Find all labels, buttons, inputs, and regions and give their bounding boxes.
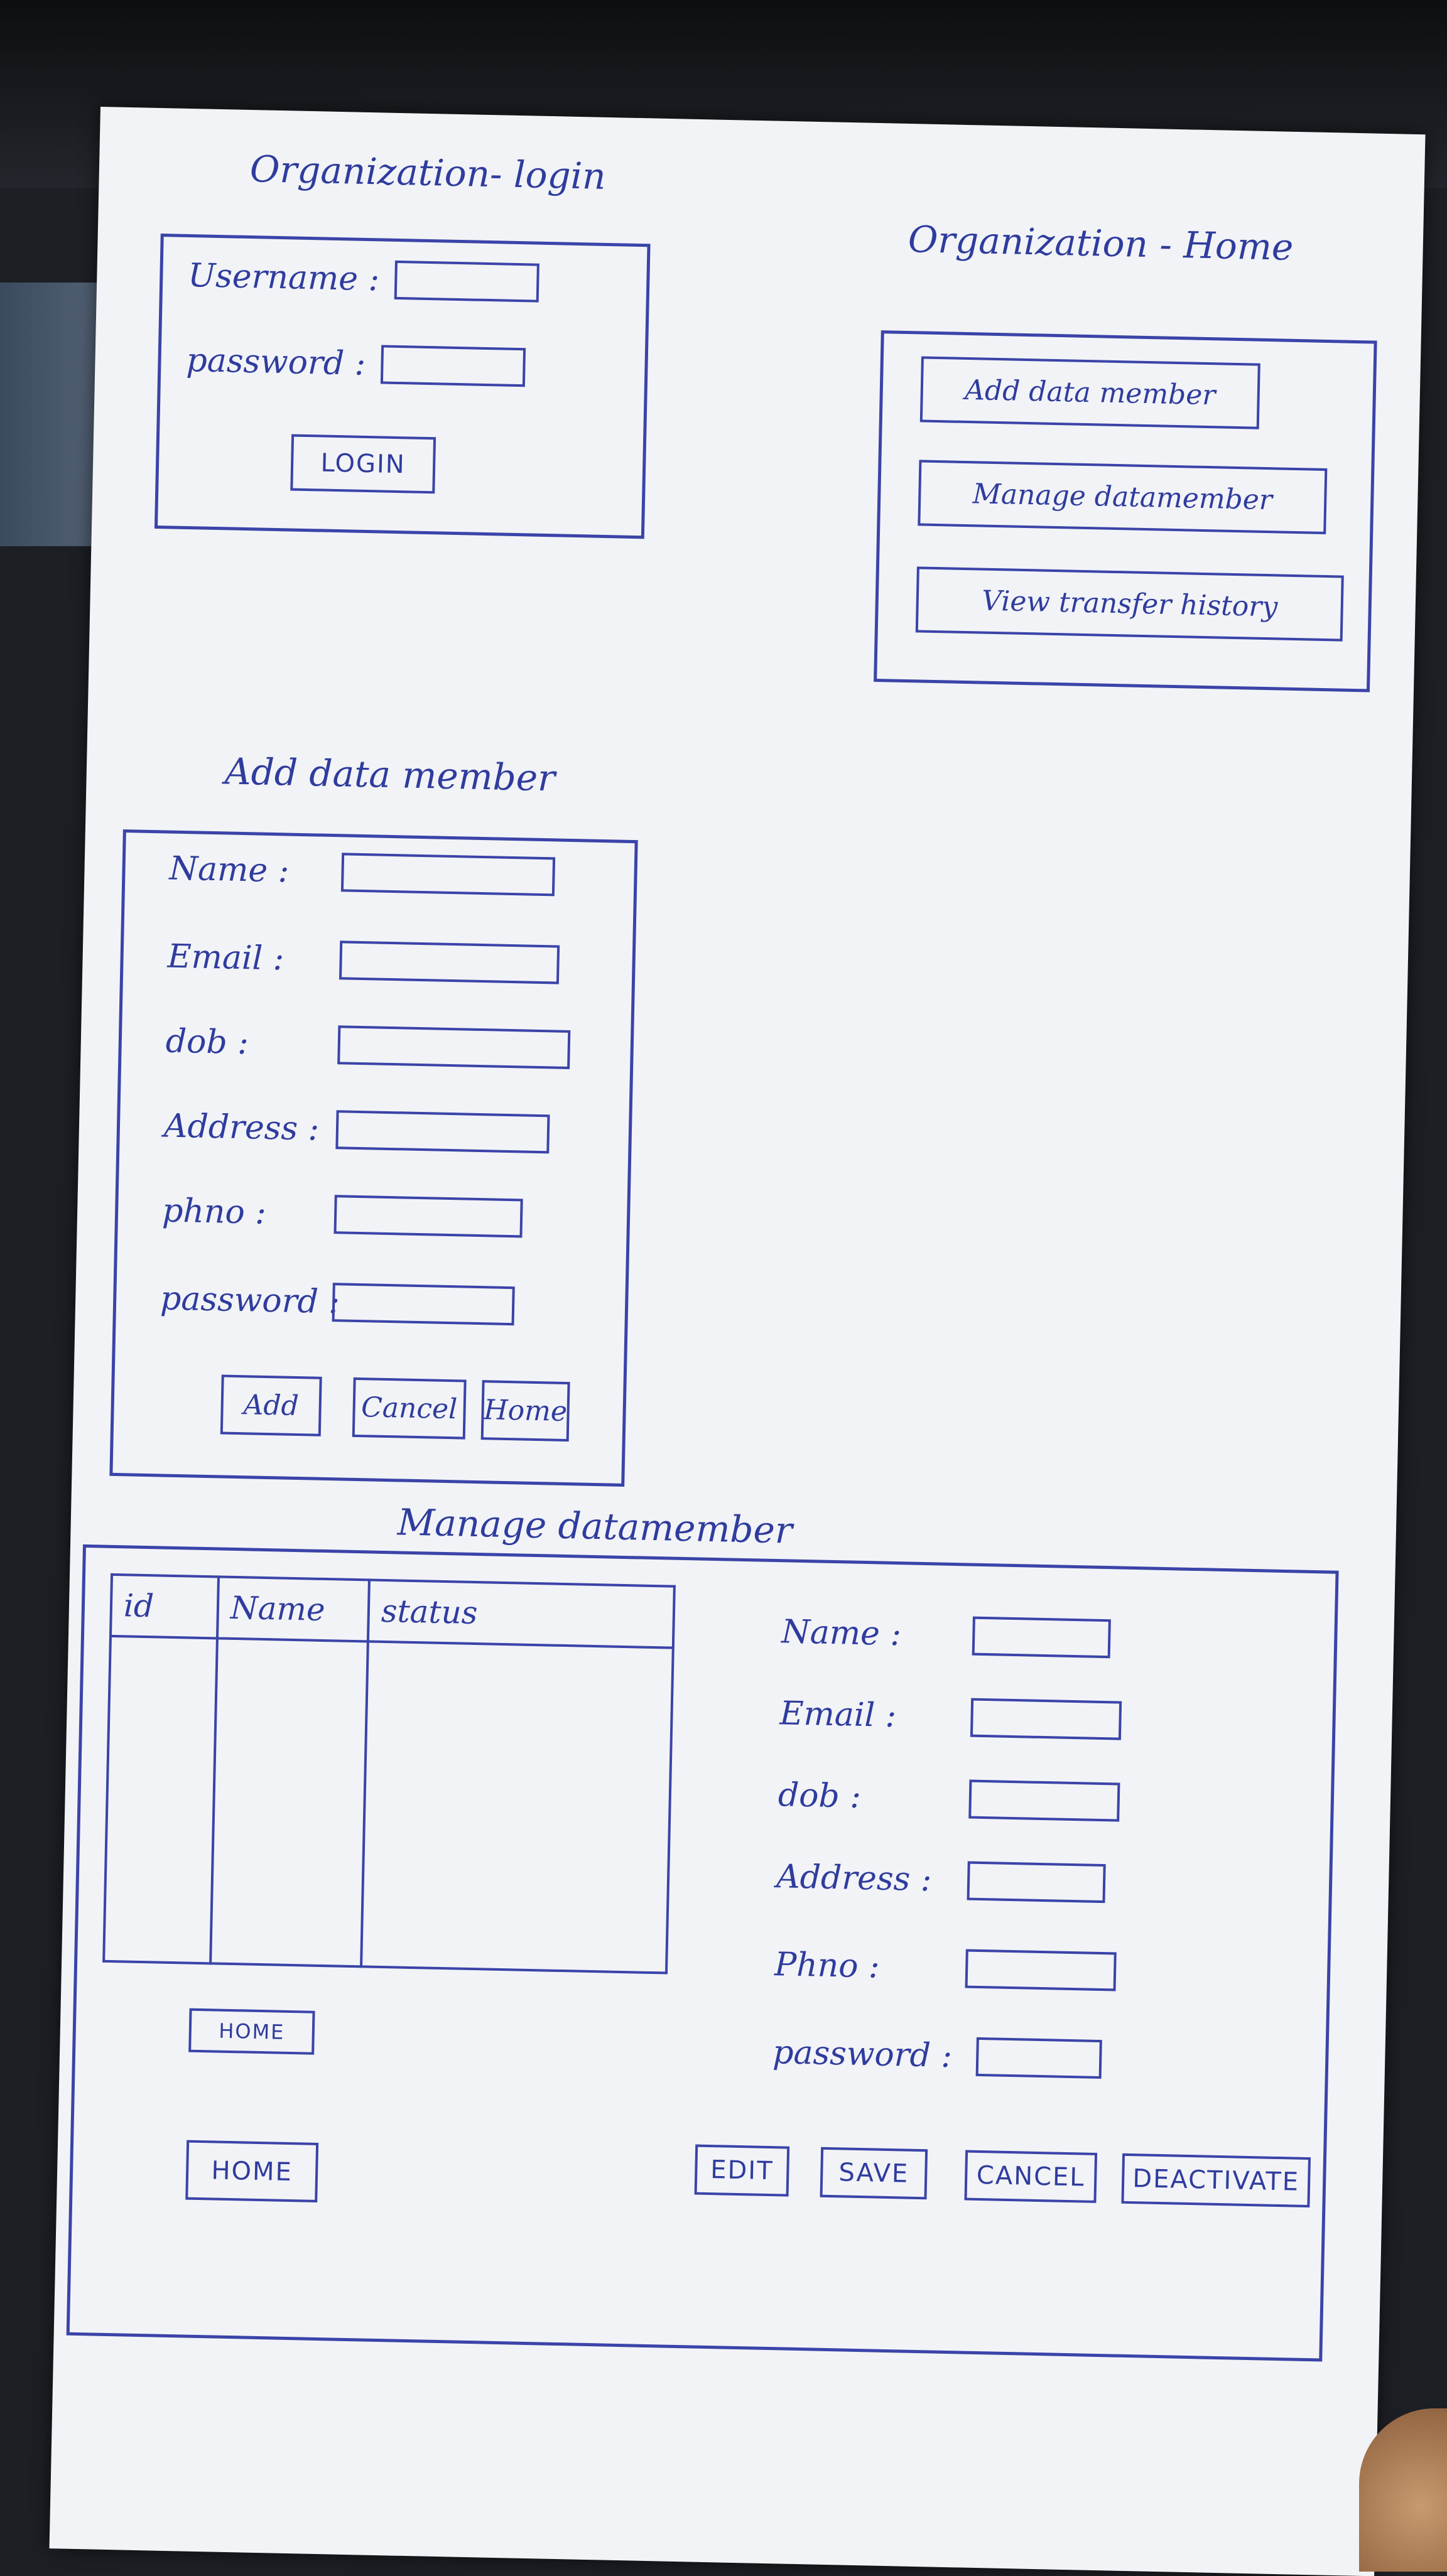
- password-input[interactable]: [380, 345, 526, 387]
- manage-phno-input[interactable]: [965, 1949, 1117, 1991]
- add-frame: Name : Email : dob : Address : phno : pa…: [109, 829, 638, 1487]
- add-phno-input[interactable]: [333, 1195, 523, 1238]
- manage-dob-label: dob :: [778, 1776, 862, 1816]
- add-dob-input[interactable]: [337, 1025, 571, 1069]
- add-name-row: Name :: [168, 849, 556, 897]
- table-cell: [361, 1641, 673, 1973]
- manage-address-row: Address :: [776, 1857, 1106, 1904]
- table-row[interactable]: [104, 1636, 673, 1973]
- home-title: Organization - Home: [908, 217, 1294, 269]
- add-dob-label: dob :: [165, 1022, 249, 1062]
- password-row: password :: [186, 341, 526, 387]
- table-header-row: id Name status: [110, 1574, 675, 1648]
- deactivate-button[interactable]: DEACTIVATE: [1121, 2153, 1311, 2208]
- home-button-upper[interactable]: HOME: [188, 2008, 315, 2055]
- add-name-label: Name :: [168, 849, 290, 890]
- add-title: Add data member: [224, 750, 556, 800]
- add-address-input[interactable]: [335, 1110, 550, 1154]
- manage-phno-row: Phno :: [774, 1945, 1117, 1991]
- manage-title: Manage datamember: [397, 1501, 793, 1552]
- add-email-input[interactable]: [339, 940, 560, 984]
- manage-address-input[interactable]: [967, 1861, 1106, 1904]
- add-password-label: password :: [160, 1280, 340, 1322]
- manage-name-row: Name :: [781, 1612, 1111, 1659]
- login-button[interactable]: LOGIN: [290, 434, 436, 494]
- header-status: status: [367, 1580, 675, 1648]
- header-name: Name: [217, 1576, 369, 1642]
- manage-email-row: Email :: [779, 1694, 1122, 1740]
- add-password-input[interactable]: [332, 1283, 515, 1326]
- login-frame: Username : password : LOGIN: [154, 234, 651, 539]
- table-cell: [104, 1636, 217, 1964]
- manage-frame: id Name status Name : Email : dob :: [66, 1544, 1339, 2362]
- add-name-input[interactable]: [340, 853, 556, 897]
- manage-email-input[interactable]: [970, 1698, 1122, 1740]
- cancel-button-manage[interactable]: CANCEL: [964, 2150, 1098, 2203]
- add-email-label: Email :: [167, 937, 285, 978]
- home-frame: Add data member Manage datamember View t…: [874, 330, 1377, 693]
- username-row: Username :: [188, 256, 539, 303]
- datamember-table: id Name status: [102, 1573, 676, 1975]
- add-button[interactable]: Add: [220, 1374, 322, 1436]
- home-button-lower[interactable]: HOME: [185, 2140, 319, 2202]
- header-id: id: [110, 1574, 219, 1639]
- manage-password-row: password :: [772, 2033, 1102, 2079]
- manage-email-label: Email :: [779, 1695, 897, 1735]
- username-input[interactable]: [394, 260, 539, 303]
- add-phno-label: phno :: [161, 1192, 267, 1232]
- manage-name-label: Name :: [781, 1613, 902, 1654]
- username-label: Username :: [187, 256, 380, 299]
- add-password-row: password :: [160, 1279, 515, 1326]
- manage-password-input[interactable]: [975, 2037, 1102, 2079]
- save-button[interactable]: SAVE: [820, 2147, 928, 2200]
- home-button[interactable]: Home: [480, 1380, 570, 1442]
- manage-dob-row: dob :: [778, 1776, 1120, 1822]
- manage-address-label: Address :: [776, 1858, 932, 1899]
- manage-name-input[interactable]: [972, 1616, 1111, 1659]
- edit-button[interactable]: EDIT: [694, 2144, 790, 2197]
- manage-datamember-button[interactable]: Manage datamember: [918, 460, 1328, 535]
- add-address-label: Address :: [163, 1107, 320, 1148]
- view-transfer-history-button[interactable]: View transfer history: [915, 566, 1344, 642]
- add-data-member-button[interactable]: Add data member: [919, 356, 1260, 429]
- manage-phno-label: Phno :: [774, 1946, 881, 1986]
- password-label: password :: [185, 341, 366, 383]
- cancel-button[interactable]: Cancel: [352, 1377, 467, 1440]
- login-title: Organization- login: [249, 148, 607, 198]
- add-phno-row: phno :: [161, 1191, 523, 1238]
- add-email-row: Email :: [167, 937, 560, 984]
- manage-password-label: password :: [772, 2034, 953, 2076]
- sketch-paper: Organization- login Username : password …: [49, 107, 1426, 2576]
- add-dob-row: dob :: [165, 1022, 571, 1069]
- manage-dob-input[interactable]: [968, 1779, 1120, 1822]
- add-address-row: Address :: [163, 1106, 550, 1154]
- table-cell: [210, 1638, 368, 1967]
